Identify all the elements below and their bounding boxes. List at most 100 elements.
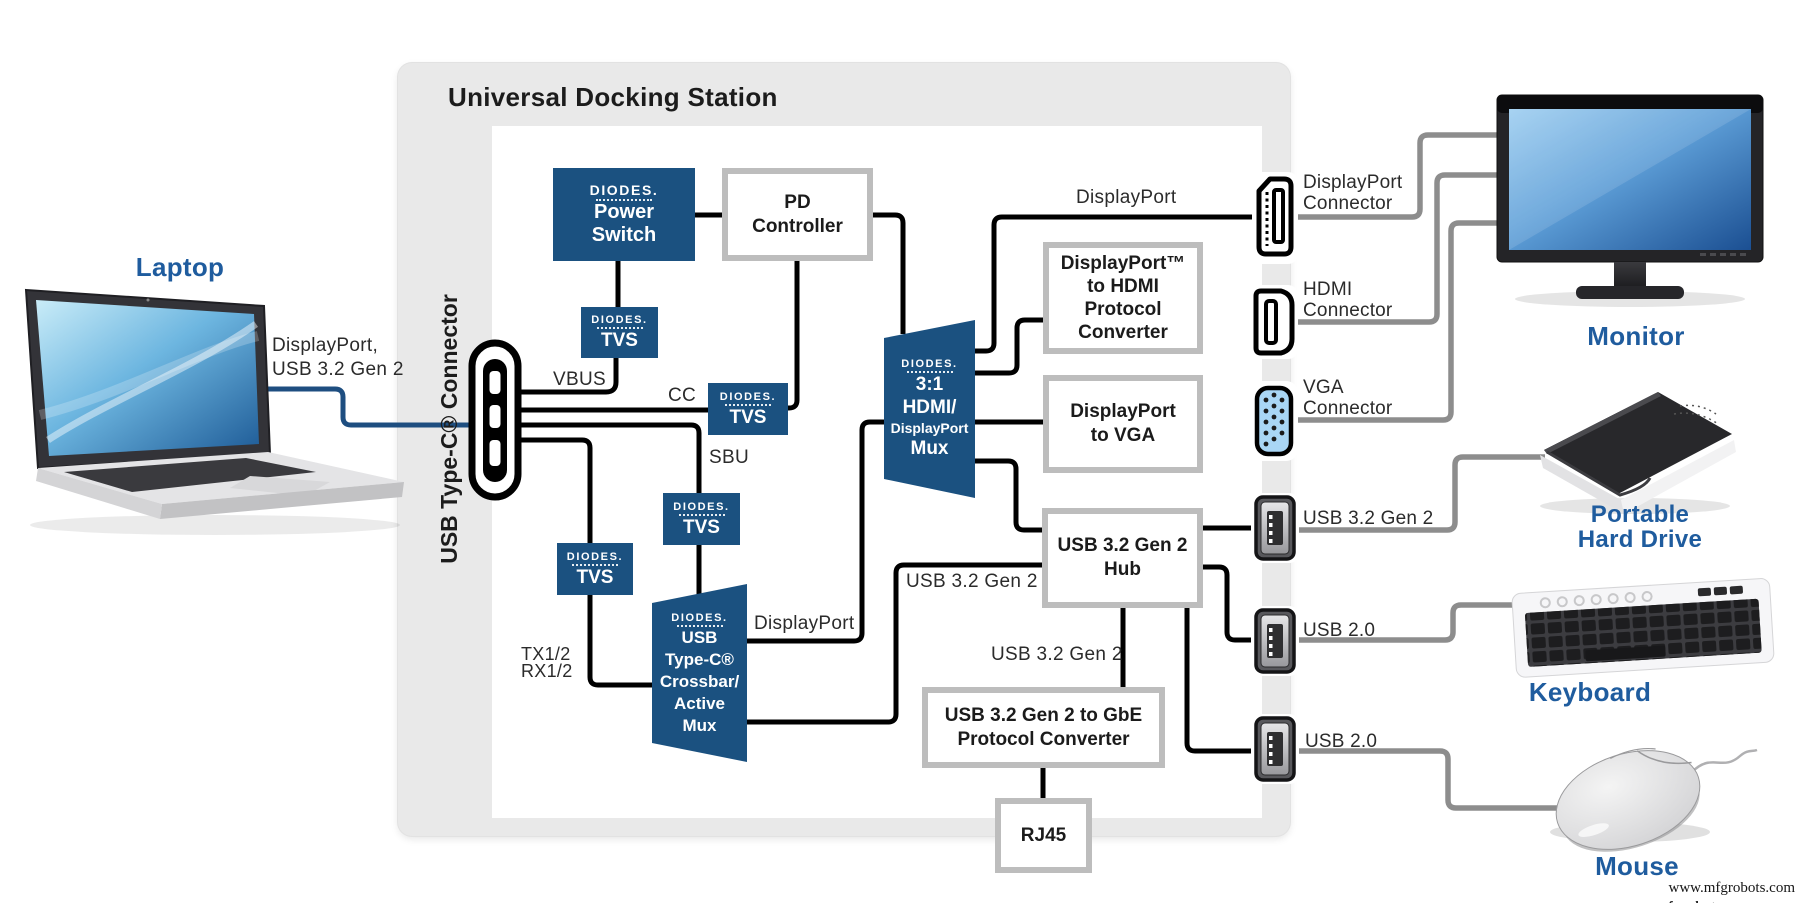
port-vga-line2: Connector bbox=[1303, 398, 1393, 419]
block-rj45: RJ45 bbox=[995, 798, 1092, 873]
diodes-logo: DIODES. bbox=[591, 314, 647, 329]
diodes-logo: DIODES. bbox=[901, 358, 957, 373]
diodes-logo-text: DIODES. bbox=[566, 550, 624, 563]
port-label-vga: VGA Connector bbox=[1303, 377, 1392, 419]
dp-hdmi-line4: Converter bbox=[1078, 322, 1168, 343]
hard-drive-image bbox=[1540, 392, 1736, 514]
crossbar-line3: Crossbar/ bbox=[659, 671, 740, 691]
hdd-line2: Hard Drive bbox=[1577, 526, 1703, 553]
diodes-logo-underline bbox=[595, 199, 652, 201]
block-tvs-txrx: DIODES. TVS bbox=[557, 543, 633, 595]
wire-label-rx: RX1/2 bbox=[521, 661, 573, 681]
dp-hdmi-line1: DisplayPort™ bbox=[1060, 253, 1186, 274]
diodes-logo-underline bbox=[572, 563, 618, 566]
mux31-line1: 3:1 bbox=[915, 374, 944, 395]
diodes-logo-text: DIODES. bbox=[719, 390, 777, 403]
mux31-line4: Mux bbox=[910, 438, 949, 459]
diodes-logo-text: DIODES. bbox=[901, 358, 958, 370]
diodes-logo: DIODES. bbox=[673, 501, 729, 516]
block-tvs-sbu: DIODES. TVS bbox=[663, 493, 740, 545]
crossbar-line4: Active bbox=[673, 693, 726, 713]
wire-label-usb-hub: USB 3.2 Gen 2 bbox=[906, 571, 1038, 592]
dock-title: Universal Docking Station bbox=[448, 82, 778, 112]
crossbar-line2: Type-C® bbox=[665, 649, 734, 669]
usb-typec-connector-label: USB Type-C® Connector bbox=[436, 294, 462, 564]
dp-vga-line1: DisplayPort bbox=[1070, 401, 1176, 422]
pd-line1: PD bbox=[784, 191, 811, 213]
wire-label-usb-gbe: USB 3.2 Gen 2 bbox=[991, 644, 1123, 665]
power-switch-line2: Switch bbox=[591, 224, 657, 246]
label-keyboard: Keyboard bbox=[1528, 677, 1652, 707]
wire-label-vbus: VBUS bbox=[553, 369, 606, 390]
diodes-logo-underline bbox=[678, 513, 725, 516]
diodes-logo-text: DIODES. bbox=[673, 500, 730, 513]
wire-label-sbu: SBU bbox=[709, 447, 749, 468]
tvs-label: TVS bbox=[729, 406, 767, 428]
label-monitor: Monitor bbox=[1587, 321, 1685, 351]
wire-label-cc: CC bbox=[668, 385, 697, 406]
diodes-logo-text: DIODES. bbox=[671, 611, 728, 624]
diodes-logo: DIODES. bbox=[590, 182, 659, 201]
tvs-label: TVS bbox=[683, 516, 720, 538]
port-dp-line2: Connector bbox=[1303, 193, 1393, 214]
wire-label-laptop-link-1: DisplayPort, bbox=[272, 335, 379, 356]
diodes-logo: DIODES. bbox=[567, 551, 623, 566]
mux31-line3: DisplayPort bbox=[890, 420, 969, 436]
block-usb-hub: USB 3.2 Gen 2 Hub bbox=[1042, 508, 1203, 608]
watermark: www.mfgrobots.com bbox=[1668, 880, 1795, 896]
block-crossbar-mux: DIODES. USB Type-C® Crossbar/ Active Mux bbox=[652, 592, 747, 756]
diodes-logo-underline bbox=[596, 327, 643, 329]
hdd-line1: Portable bbox=[1590, 501, 1690, 528]
crossbar-line5: Mux bbox=[682, 715, 717, 735]
port-dp-line1: DisplayPort bbox=[1303, 172, 1403, 193]
diodes-logo: DIODES. bbox=[720, 391, 776, 406]
hub-line2: Hub bbox=[1104, 559, 1141, 580]
keyboard-image bbox=[1511, 578, 1775, 678]
tvs-label: TVS bbox=[576, 566, 614, 588]
laptop-image bbox=[24, 288, 404, 535]
block-dp-hdmi-converter: DisplayPort™ to HDMI Protocol Converter bbox=[1043, 242, 1203, 354]
diodes-logo-text: DIODES. bbox=[591, 314, 648, 326]
dp-hdmi-line3: Protocol bbox=[1084, 299, 1162, 320]
block-pd-controller: PD Controller bbox=[722, 168, 873, 261]
diodes-logo-text: DIODES. bbox=[589, 182, 659, 198]
pd-line2: Controller bbox=[752, 215, 843, 237]
power-switch-line1: Power bbox=[593, 201, 655, 223]
label-laptop: Laptop bbox=[135, 252, 225, 282]
dp-vga-line2: to VGA bbox=[1090, 425, 1156, 446]
label-mouse: Mouse bbox=[1595, 851, 1679, 881]
diodes-logo: DIODES. bbox=[671, 612, 727, 627]
label-hard-drive: Portable Hard Drive bbox=[1540, 502, 1740, 552]
block-tvs-cc: DIODES. TVS bbox=[708, 383, 788, 435]
wire-label-laptop-link-2: USB 3.2 Gen 2 bbox=[272, 359, 404, 380]
port-label-usb20-1: USB 2.0 bbox=[1303, 620, 1376, 641]
port-label-hdmi: HDMI Connector bbox=[1303, 279, 1392, 321]
monitor-image bbox=[1496, 94, 1764, 307]
crossbar-line1: USB bbox=[681, 627, 718, 647]
block-power-switch: DIODES. Power Switch bbox=[553, 168, 695, 261]
wire-label-displayport-crossbar: DisplayPort bbox=[754, 613, 855, 634]
tvs-label: TVS bbox=[601, 330, 638, 351]
port-hdmi-line2: Connector bbox=[1303, 300, 1393, 321]
hub-line1: USB 3.2 Gen 2 bbox=[1057, 535, 1188, 556]
block-tvs-vbus: DIODES. TVS bbox=[581, 307, 658, 358]
rj45-label: RJ45 bbox=[1020, 824, 1067, 846]
port-vga-line1: VGA bbox=[1303, 377, 1344, 398]
diodes-logo-underline bbox=[725, 403, 771, 406]
port-label-usb20-2: USB 2.0 bbox=[1305, 731, 1378, 752]
port-hdmi-line1: HDMI bbox=[1303, 279, 1353, 300]
block-dp-vga-converter: DisplayPort to VGA bbox=[1043, 375, 1203, 473]
block-mux-31: DIODES. 3:1 HDMI/ DisplayPort Mux bbox=[884, 330, 975, 488]
block-gbe-converter: USB 3.2 Gen 2 to GbE Protocol Converter bbox=[922, 687, 1165, 768]
watermark-clipped-line: www.mfgrobots.com bbox=[1622, 898, 1794, 903]
wire-label-tx: TX1/2 bbox=[521, 644, 571, 664]
port-label-usb32: USB 3.2 Gen 2 bbox=[1303, 508, 1434, 529]
wire-label-displayport-top: DisplayPort bbox=[1076, 187, 1177, 208]
gbe-line1: USB 3.2 Gen 2 to GbE bbox=[944, 704, 1143, 726]
mux31-line2: HDMI/ bbox=[902, 397, 957, 418]
diodes-logo-underline bbox=[906, 371, 953, 373]
mouse-image bbox=[1550, 748, 1758, 852]
gbe-line2: Protocol Converter bbox=[957, 728, 1130, 750]
port-label-displayport: DisplayPort Connector bbox=[1303, 172, 1402, 214]
